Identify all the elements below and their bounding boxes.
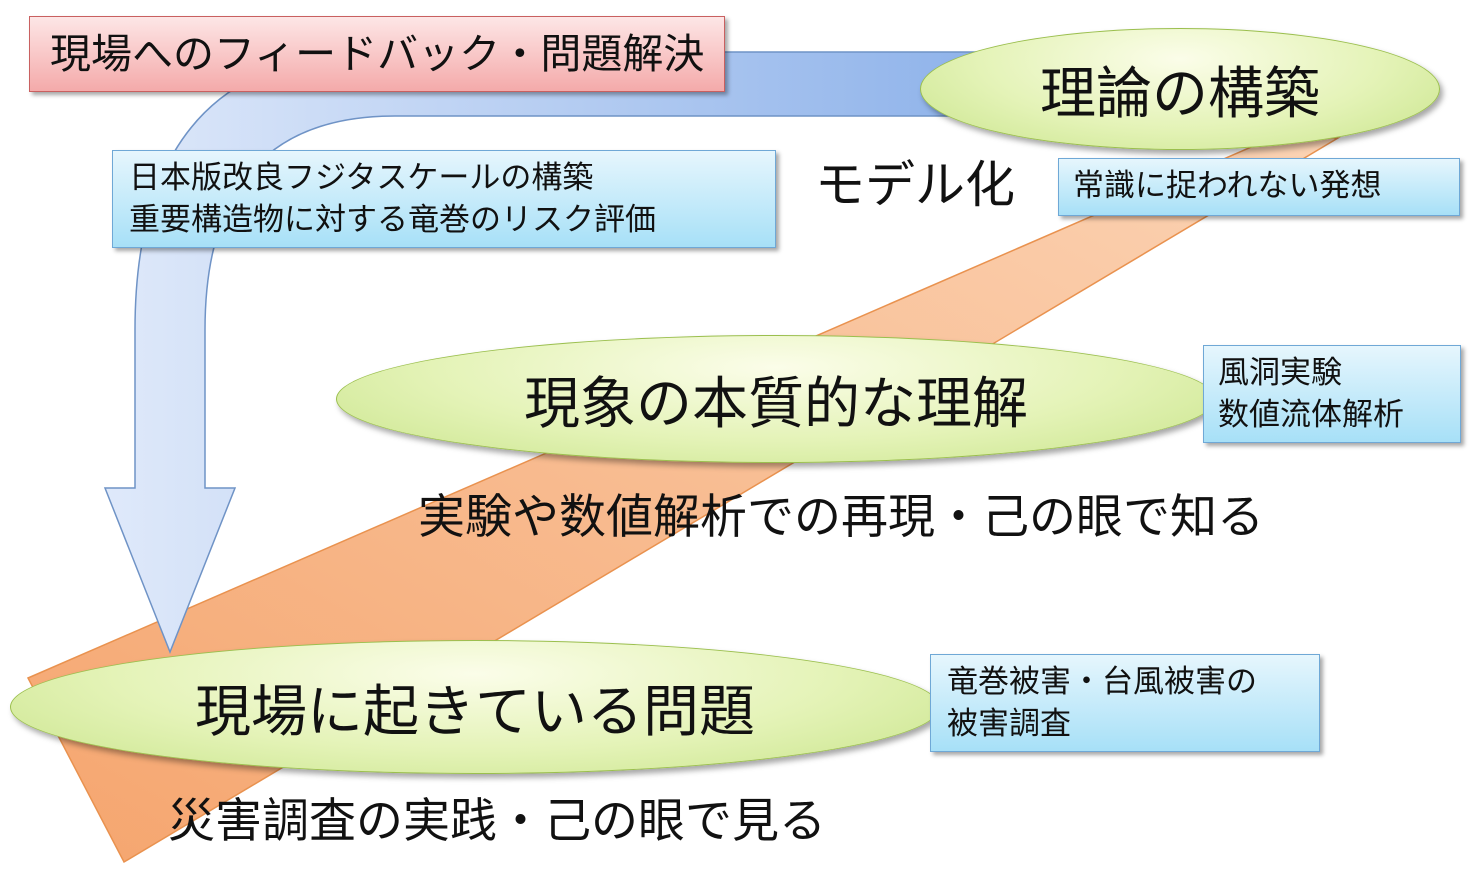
feedback-text: 現場へのフィードバック・問題解決 (50, 30, 705, 78)
unconventional-box: 常識に捉われない発想 (1058, 158, 1460, 216)
practice-text: 災害調査の実践・己の眼で見る (168, 794, 826, 849)
method-line: 風洞実験 (1218, 355, 1342, 391)
application-line: 重要構造物に対する竜巻のリスク評価 (129, 202, 656, 238)
reproduce-text: 実験や数値解析での再現・己の眼で知る (418, 490, 1264, 545)
survey-line: 被害調査 (947, 706, 1071, 742)
theory-title: 理論の構築 (1040, 61, 1320, 127)
theory-ellipse: 理論の構築 (920, 28, 1440, 150)
feedback-box: 現場へのフィードバック・問題解決 (29, 16, 726, 92)
methods-box: 風洞実験 数値流体解析 (1203, 345, 1461, 443)
application-line: 日本版改良フジタスケールの構築 (129, 160, 594, 196)
surveys-box: 竜巻被害・台風被害の 被害調査 (930, 654, 1320, 752)
survey-line: 竜巻被害・台風被害の (947, 664, 1257, 700)
unconventional-text: 常識に捉われない発想 (1073, 168, 1382, 204)
applications-box: 日本版改良フジタスケールの構築 重要構造物に対する竜巻のリスク評価 (112, 150, 776, 248)
field-problem-title: 現場に起きている問題 (195, 679, 755, 745)
field-problem-ellipse: 現場に起きている問題 (10, 640, 940, 774)
modeling-label: モデル化 (815, 156, 1015, 214)
understanding-title: 現象の本質的な理解 (524, 371, 1028, 437)
understanding-ellipse: 現象の本質的な理解 (336, 335, 1216, 463)
method-line: 数値流体解析 (1218, 397, 1404, 433)
